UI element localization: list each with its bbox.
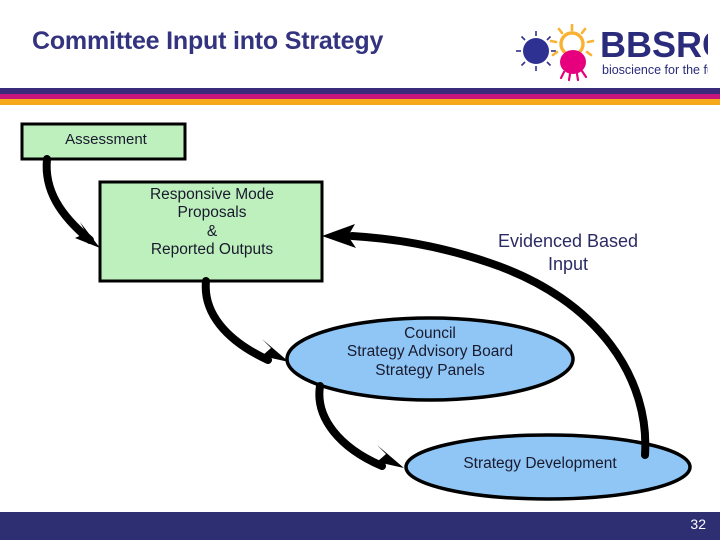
node-council (285, 316, 575, 402)
node-responsive-mode (98, 180, 324, 283)
header-rule-orange (0, 99, 720, 105)
logo-wordmark: BBSRC (600, 24, 708, 65)
edge-strategy-development-to-responsive (322, 224, 650, 459)
header-rule-purple (0, 88, 720, 94)
logo-blue-cell-icon (516, 31, 556, 71)
node-assessment (20, 122, 187, 161)
footer-bar (0, 512, 720, 540)
node-strategy-development (404, 433, 692, 501)
edge-council-to-strategy-development (315, 382, 404, 470)
page-title: Committee Input into Strategy (32, 27, 384, 55)
bbsrc-logo: BBSRC bioscience for the future (512, 23, 720, 82)
page-number: 32 (690, 516, 706, 532)
edge-responsive-to-council (201, 277, 289, 364)
logo-magenta-cell-icon (559, 50, 588, 82)
edge-assessment-to-responsive (42, 155, 100, 248)
logo-tagline: bioscience for the future (602, 63, 708, 77)
header-rule-magenta (0, 94, 720, 99)
